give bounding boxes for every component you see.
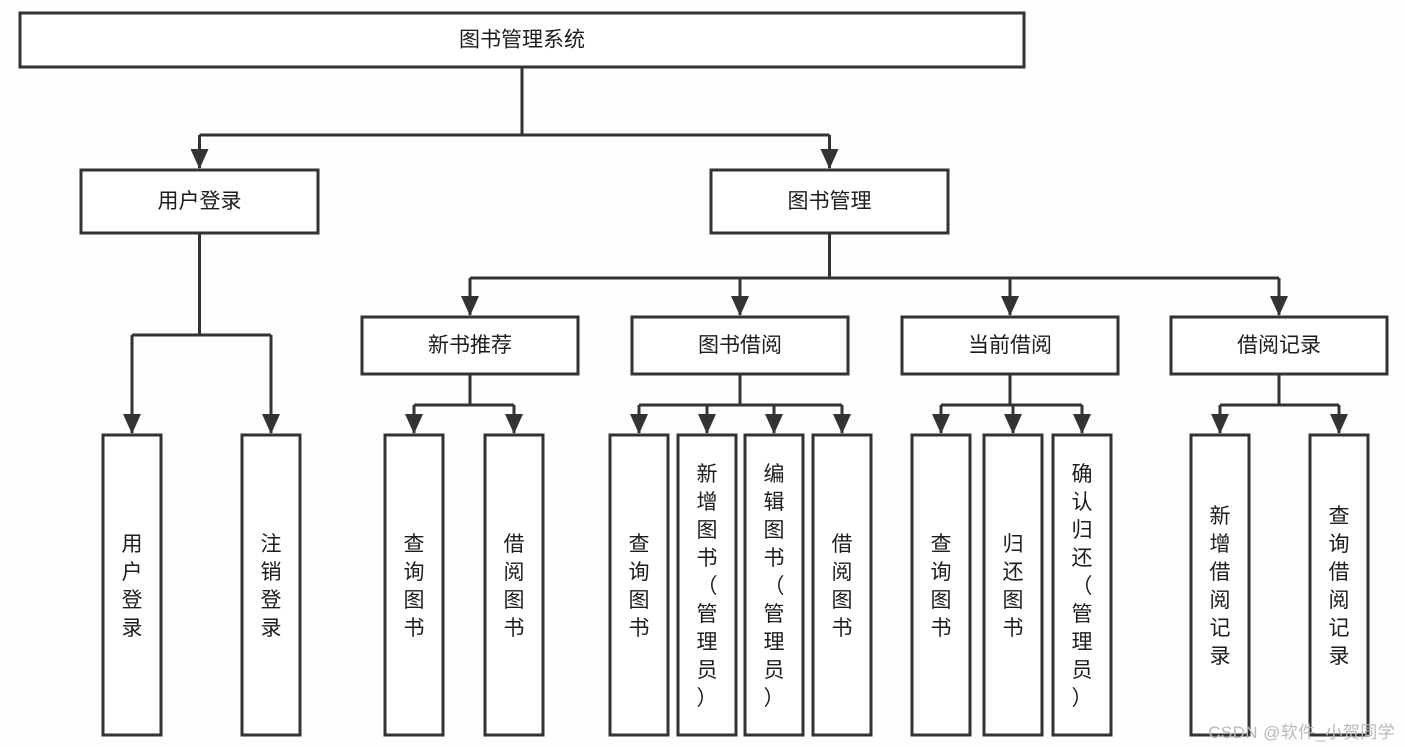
node-用户登录-l2[interactable]: 用户登录 (79, 168, 320, 235)
node-用户登录-leaf-0-label: 用户登录 (122, 533, 143, 640)
node-借阅图书-leaf-7-label: 借阅图书 (832, 533, 853, 640)
node-图书管理-l2[interactable]: 图书管理 (709, 168, 950, 235)
arrow-head-icon (1330, 414, 1348, 434)
node-借阅图书-leaf-7-box[interactable] (811, 433, 873, 737)
node-新书推荐-l3[interactable]: 新书推荐 (360, 315, 580, 376)
arrow-head-icon (1211, 414, 1229, 434)
node-借阅记录-l3[interactable]: 借阅记录 (1169, 315, 1389, 376)
arrow-head-icon (698, 414, 716, 434)
node-当前借阅-l3[interactable]: 当前借阅 (900, 315, 1120, 376)
node-确认归还管理员-leaf-10-box[interactable] (1051, 433, 1113, 737)
node-查询图书-leaf-2[interactable]: 查询图书 (383, 433, 445, 737)
arrow-head-icon (505, 414, 523, 434)
node-新书推荐-l3-label: 新书推荐 (428, 334, 512, 357)
arrow-head-icon (820, 149, 839, 169)
node-确认归还管理员-leaf-10[interactable]: 确认归还（管理员） (1051, 433, 1113, 737)
node-图书借阅-l3-box[interactable] (630, 315, 850, 376)
node-新增图书管理员-leaf-5-label: 新增图书（管理员） (697, 463, 718, 710)
node-新增借阅记录-leaf-11-box[interactable] (1189, 433, 1251, 737)
node-用户登录-leaf-0-box[interactable] (101, 433, 163, 737)
node-当前借阅-l3-box[interactable] (900, 315, 1120, 376)
node-图书管理系统-root[interactable]: 图书管理系统 (18, 11, 1026, 69)
arrow-head-icon (1004, 414, 1022, 434)
arrow-head-icon (1001, 296, 1019, 316)
arrow-head-icon (405, 414, 423, 434)
arrow-head-icon (262, 414, 280, 434)
node-当前借阅-l3-label: 当前借阅 (968, 334, 1052, 357)
node-归还图书-leaf-9-box[interactable] (982, 433, 1044, 737)
node-图书借阅-l3-label: 图书借阅 (698, 334, 782, 357)
arrow-head-icon (1073, 414, 1091, 434)
arrow-head-icon (190, 149, 209, 169)
node-查询图书-leaf-2-box[interactable] (383, 433, 445, 737)
node-注销登录-leaf-1-label: 注销登录 (261, 533, 282, 640)
node-用户登录-leaf-0[interactable]: 用户登录 (101, 433, 163, 737)
node-归还图书-leaf-9-label: 归还图书 (1003, 533, 1024, 640)
node-确认归还管理员-leaf-10-label: 确认归还（管理员） (1072, 463, 1093, 710)
arrow-head-icon (731, 296, 749, 316)
node-图书管理系统-root-box[interactable] (18, 11, 1026, 69)
node-图书管理系统-root-label: 图书管理系统 (459, 29, 585, 52)
node-图书管理-l2-box[interactable] (709, 168, 950, 235)
node-新增借阅记录-leaf-11[interactable]: 新增借阅记录 (1189, 433, 1251, 737)
node-借阅图书-leaf-3[interactable]: 借阅图书 (483, 433, 545, 737)
node-查询图书-leaf-4-label: 查询图书 (629, 533, 650, 640)
node-新增图书管理员-leaf-5[interactable]: 新增图书（管理员） (676, 433, 738, 737)
node-归还图书-leaf-9[interactable]: 归还图书 (982, 433, 1044, 737)
node-图书管理-l2-label: 图书管理 (788, 190, 872, 213)
node-查询借阅记录-leaf-12-box[interactable] (1308, 433, 1370, 737)
node-新增图书管理员-leaf-5-box[interactable] (676, 433, 738, 737)
arrow-head-icon (630, 414, 648, 434)
node-编辑图书管理员-leaf-6-box[interactable] (743, 433, 805, 737)
watermark-label: CSDN @软件_小贺同学 (1208, 723, 1395, 742)
arrow-head-icon (932, 414, 950, 434)
node-借阅记录-l3-label: 借阅记录 (1237, 334, 1321, 357)
node-查询图书-leaf-8-label: 查询图书 (931, 533, 952, 640)
node-用户登录-l2-label: 用户登录 (158, 190, 242, 213)
arrow-head-icon (1270, 296, 1288, 316)
node-借阅记录-l3-box[interactable] (1169, 315, 1389, 376)
node-查询图书-leaf-2-label: 查询图书 (404, 533, 425, 640)
node-借阅图书-leaf-7[interactable]: 借阅图书 (811, 433, 873, 737)
node-借阅图书-leaf-3-box[interactable] (483, 433, 545, 737)
node-查询图书-leaf-4-box[interactable] (608, 433, 670, 737)
arrow-head-icon (765, 414, 783, 434)
node-查询借阅记录-leaf-12[interactable]: 查询借阅记录 (1308, 433, 1370, 737)
node-查询图书-leaf-4[interactable]: 查询图书 (608, 433, 670, 737)
arrow-head-icon (461, 296, 479, 316)
node-注销登录-leaf-1-box[interactable] (240, 433, 302, 737)
node-查询图书-leaf-8-box[interactable] (910, 433, 972, 737)
node-编辑图书管理员-leaf-6-label: 编辑图书（管理员） (764, 463, 785, 710)
node-借阅图书-leaf-3-label: 借阅图书 (504, 533, 525, 640)
node-用户登录-l2-box[interactable] (79, 168, 320, 235)
node-查询图书-leaf-8[interactable]: 查询图书 (910, 433, 972, 737)
node-编辑图书管理员-leaf-6[interactable]: 编辑图书（管理员） (743, 433, 805, 737)
node-新书推荐-l3-box[interactable] (360, 315, 580, 376)
node-图书借阅-l3[interactable]: 图书借阅 (630, 315, 850, 376)
node-注销登录-leaf-1[interactable]: 注销登录 (240, 433, 302, 737)
arrow-head-icon (833, 414, 851, 434)
node-查询借阅记录-leaf-12-label: 查询借阅记录 (1329, 505, 1350, 668)
node-新增借阅记录-leaf-11-label: 新增借阅记录 (1210, 505, 1231, 668)
arrow-head-icon (123, 414, 141, 434)
